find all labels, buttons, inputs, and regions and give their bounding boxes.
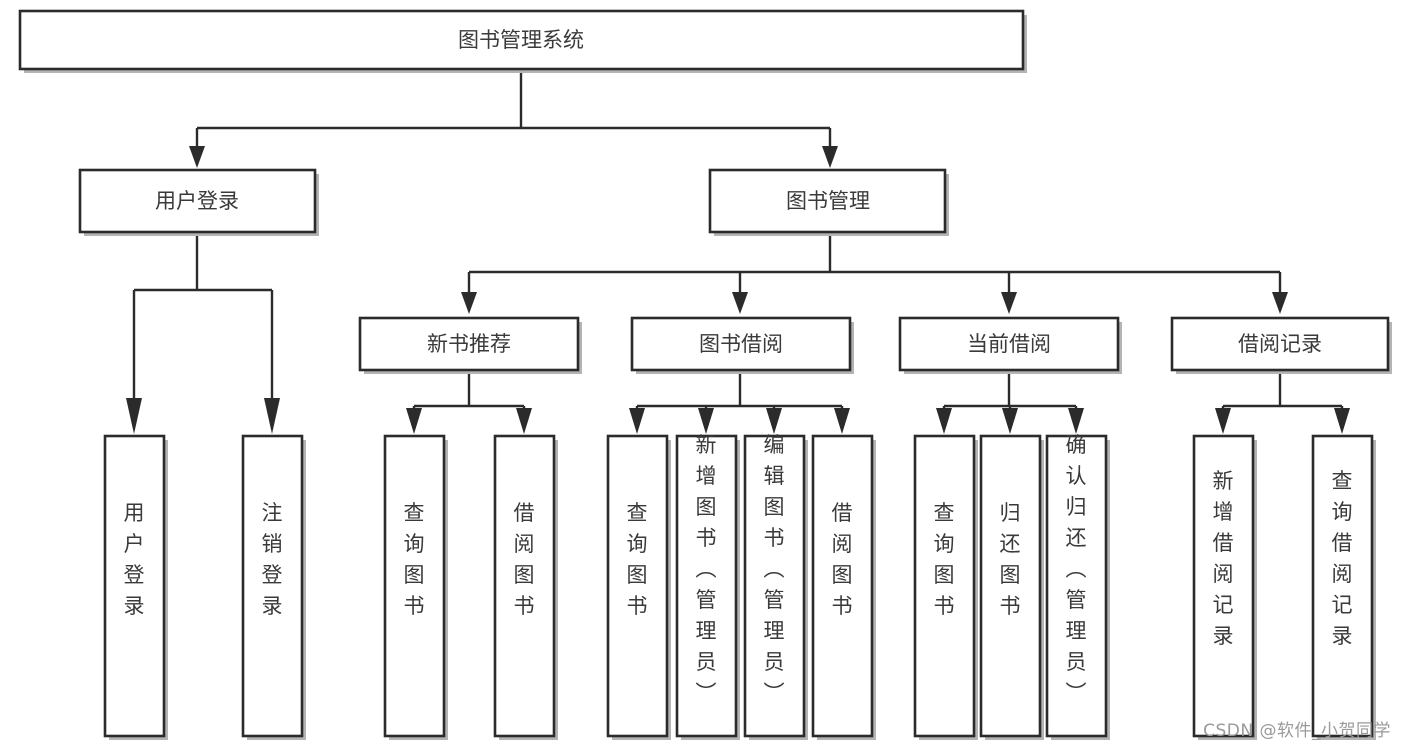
leaf-new-book-0-rect [383, 434, 446, 738]
arrowhead-current-borrow [1001, 292, 1017, 314]
arrowhead-nb-leaf1 [406, 408, 422, 434]
arrowhead-user-login [189, 146, 205, 168]
user-login-rect [78, 168, 317, 234]
node-borrow-record[interactable]: 借阅记录 [1170, 316, 1392, 374]
leaf-borrow-record-1-label: 查询借阅记录 [1332, 469, 1353, 648]
leaf-current-borrow-0-label: 查询图书 [934, 501, 955, 618]
arrowhead-leaf-user-login [126, 398, 142, 434]
leaf-user-login-0-label: 用户登录 [124, 501, 145, 618]
leaf-borrow-record-1-rect [1311, 434, 1374, 738]
leaf-book-borrow-3-label: 借阅图书 [832, 501, 853, 618]
leaf-new-book-0[interactable]: 查询图书 [383, 434, 448, 740]
leaf-new-book-1-rect [493, 434, 556, 738]
arrowhead-nb-leaf2 [516, 408, 532, 434]
node-root[interactable]: 图书管理系统 [18, 9, 1027, 73]
arrowhead-leaf-logout [264, 398, 280, 434]
book-borrow-rect [630, 316, 852, 372]
leaf-new-book-1-label: 借阅图书 [514, 501, 535, 618]
current-borrow-rect [898, 316, 1120, 372]
leaf-current-borrow-2-rect [1045, 434, 1108, 738]
node-book-management[interactable]: 图书管理 [708, 168, 949, 236]
leaf-book-borrow-0-label: 查询图书 [627, 501, 648, 618]
leaf-book-borrow-1-label: 新增图书︵管理员︶ [696, 433, 717, 705]
arrowhead-br-leaf2 [1334, 408, 1350, 434]
leaf-current-borrow-0-rect [913, 434, 976, 738]
node-current-borrow[interactable]: 当前借阅 [898, 316, 1122, 374]
leaf-user-login-1-rect [241, 434, 304, 738]
leaf-book-borrow-1-rect [675, 434, 738, 738]
leaf-current-borrow-1-rect [979, 434, 1042, 738]
arrowhead-bb-leaf4 [834, 408, 850, 434]
leaf-borrow-record-0[interactable]: 新增借阅记录 [1192, 434, 1257, 740]
arrowhead-book-mgmt [822, 146, 838, 168]
arrowhead-bb-leaf3 [766, 408, 782, 434]
leaf-user-login-0[interactable]: 用户登录 [103, 434, 168, 740]
arrowhead-cb-leaf1 [936, 408, 952, 434]
leaf-book-borrow-1[interactable]: 新增图书︵管理员︶ [675, 433, 740, 740]
leaf-user-login-1[interactable]: 注销登录 [241, 434, 306, 740]
leaf-book-borrow-2-rect [743, 434, 806, 738]
root-rect [18, 9, 1025, 71]
leaf-current-borrow-1-label: 归还图书 [1000, 501, 1021, 618]
arrowhead-cb-leaf3 [1068, 408, 1084, 434]
leaf-book-borrow-2[interactable]: 编辑图书︵管理员︶ [743, 433, 808, 740]
borrow-record-rect [1170, 316, 1390, 372]
leaf-new-book-0-label: 查询图书 [404, 501, 425, 618]
connector-layer [126, 69, 1350, 434]
new-book-recommend-label: 新书推荐 [427, 332, 511, 356]
arrowhead-borrow-record [1272, 292, 1288, 314]
leaf-book-borrow-3-rect [811, 434, 874, 738]
root-label: 图书管理系统 [458, 28, 584, 52]
leaf-new-book-1[interactable]: 借阅图书 [493, 434, 558, 740]
book-management-label: 图书管理 [786, 189, 870, 213]
arrowhead-bb-leaf2 [698, 408, 714, 434]
leaf-current-borrow-2-label: 确认归还︵管理员︶ [1066, 433, 1087, 705]
node-book-borrow[interactable]: 图书借阅 [630, 316, 854, 374]
current-borrow-label: 当前借阅 [967, 332, 1051, 356]
leaf-current-borrow-0[interactable]: 查询图书 [913, 434, 978, 740]
arrowhead-book-borrow [732, 292, 748, 314]
arrowhead-bb-leaf1 [629, 408, 645, 434]
leaf-current-borrow-1[interactable]: 归还图书 [979, 434, 1044, 740]
leaf-current-borrow-2[interactable]: 确认归还︵管理员︶ [1045, 433, 1110, 740]
arrowhead-cb-leaf2 [1002, 408, 1018, 434]
node-new-book-recommend[interactable]: 新书推荐 [358, 316, 582, 374]
user-login-label: 用户登录 [155, 189, 239, 213]
leaf-borrow-record-1[interactable]: 查询借阅记录 [1311, 434, 1376, 740]
arrowhead-new-book [461, 292, 477, 314]
new-book-recommend-rect [358, 316, 580, 372]
leaf-book-borrow-0-rect [606, 434, 669, 738]
leaf-book-borrow-2-label: 编辑图书︵管理员︶ [764, 433, 785, 705]
book-borrow-label: 图书借阅 [699, 332, 783, 356]
node-user-login[interactable]: 用户登录 [78, 168, 319, 236]
leaf-user-login-0-rect [103, 434, 166, 738]
leaf-book-borrow-0[interactable]: 查询图书 [606, 434, 671, 740]
arrowhead-br-leaf1 [1215, 408, 1231, 434]
leaf-borrow-record-0-label: 新增借阅记录 [1213, 469, 1234, 648]
leaf-borrow-record-0-rect [1192, 434, 1255, 738]
book-management-rect [708, 168, 947, 234]
borrow-record-label: 借阅记录 [1238, 332, 1322, 356]
leaf-book-borrow-3[interactable]: 借阅图书 [811, 434, 876, 740]
leaf-user-login-1-label: 注销登录 [262, 501, 283, 618]
